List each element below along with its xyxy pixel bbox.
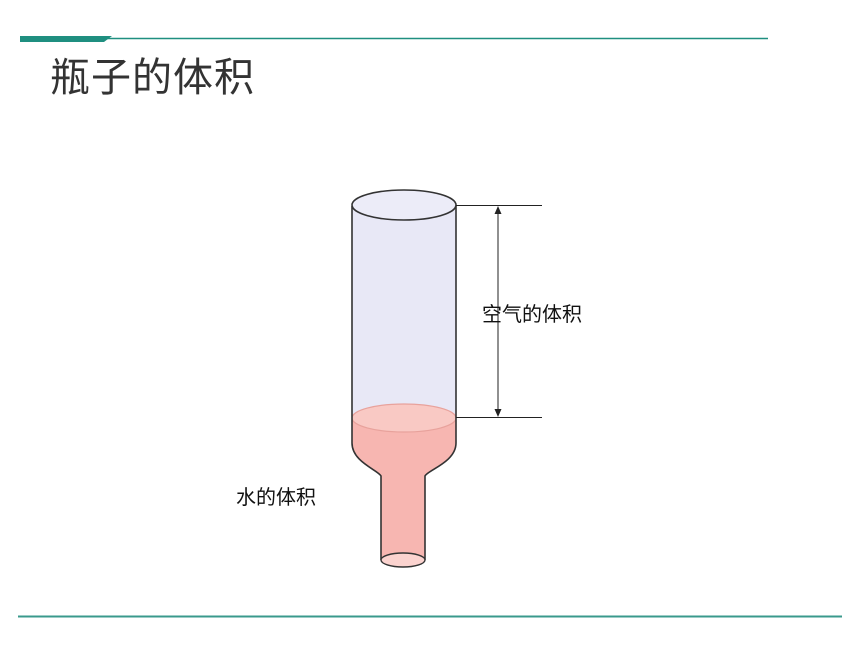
air-dimension-marker [456,205,542,418]
bottle-air-body [352,206,456,432]
water-surface [351,403,457,433]
bottle-top-opening [351,189,457,221]
bottle [351,189,457,568]
bottle-neck-opening [380,552,426,568]
bottle-outline [351,206,457,560]
bottle-water-body [352,418,456,567]
water-volume-label: 水的体积 [236,485,316,509]
dimension-arrow-down [494,409,502,417]
header-accent-bar [20,36,112,42]
dimension-arrow-up [494,206,502,214]
page-title: 瓶子的体积 [50,55,255,101]
air-volume-label: 空气的体积 [482,302,582,326]
